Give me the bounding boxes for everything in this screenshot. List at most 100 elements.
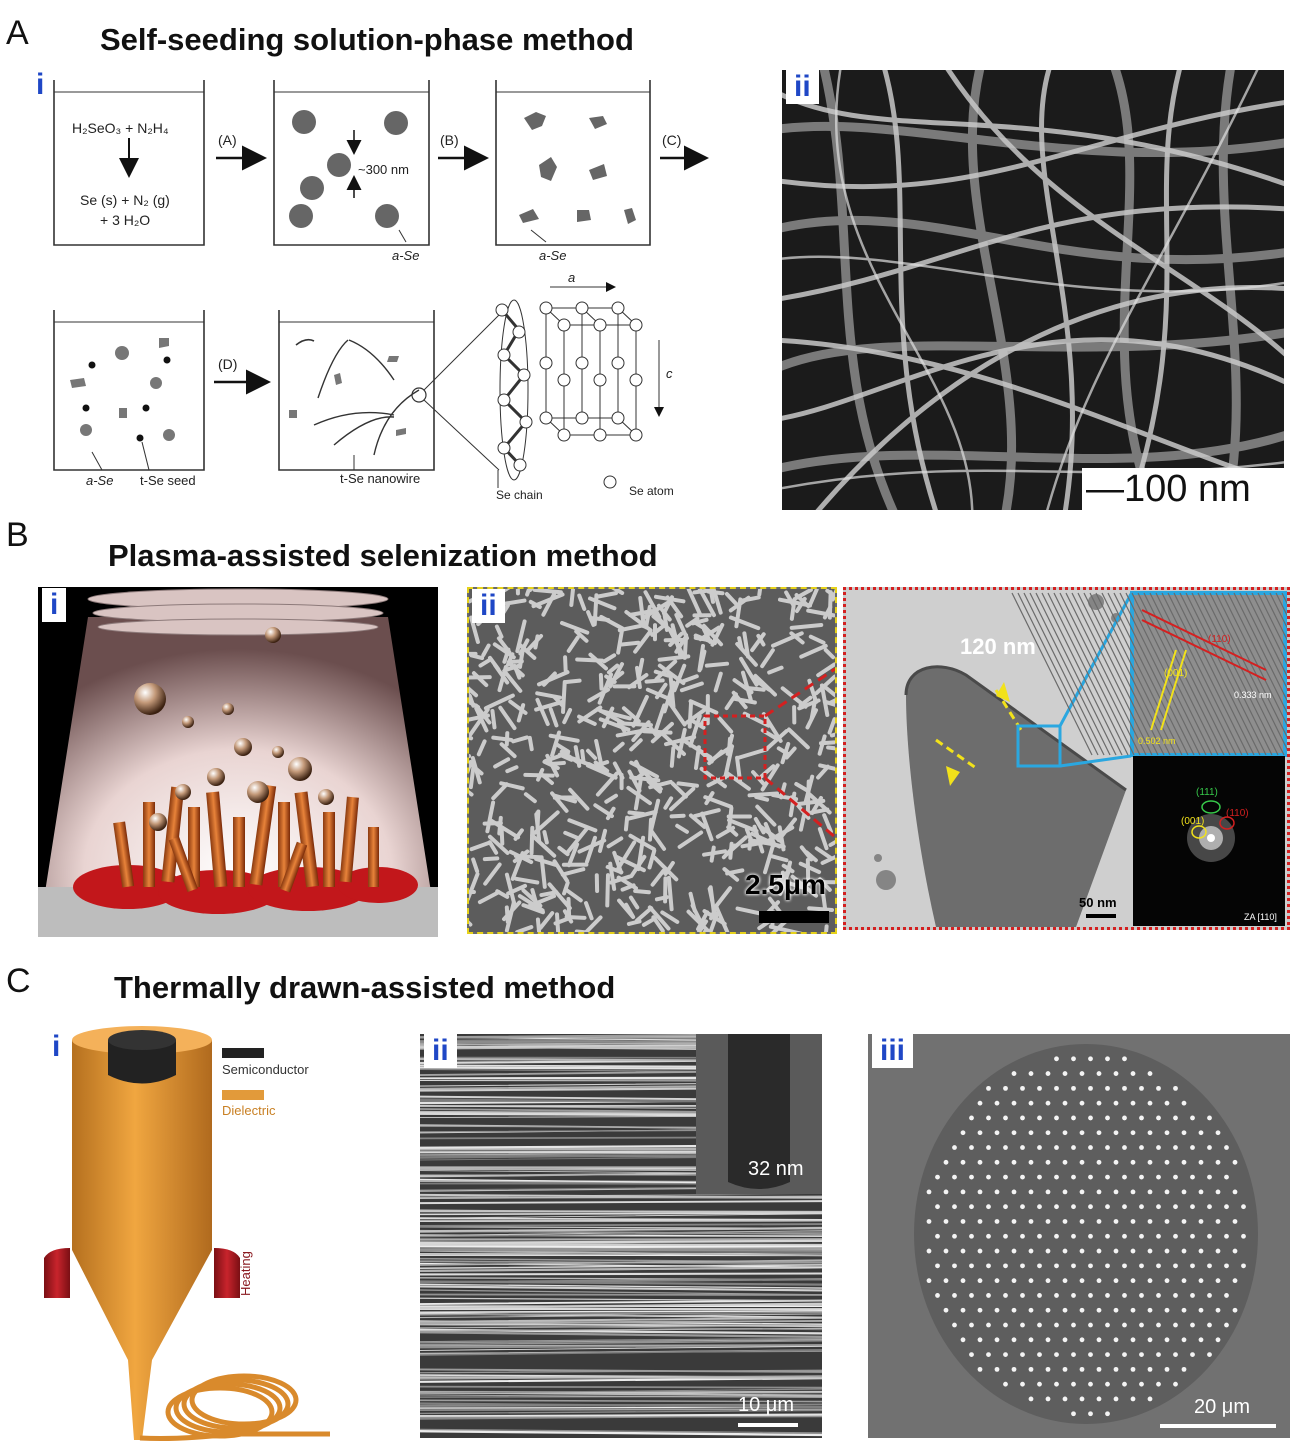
nanowire-cross-section-dot	[960, 1278, 966, 1284]
nanowire-cross-section-dot	[1207, 1204, 1212, 1210]
nanowire-cross-section-dot	[935, 1233, 940, 1239]
nanorod	[742, 631, 751, 659]
nanowire-cross-section-dot	[960, 1219, 966, 1224]
nanorod	[794, 593, 811, 609]
nanorod	[768, 853, 789, 863]
t-se-nanowire-label: t-Se nanowire	[340, 471, 421, 486]
nanowire-cross-section-dot	[1037, 1352, 1042, 1357]
nanorod	[588, 652, 608, 671]
nanowire-cross-section-dot	[1130, 1159, 1136, 1165]
c-ii-inset-scale-label: 32 nm	[748, 1158, 804, 1180]
nanowire-cross-section-dot	[1215, 1248, 1221, 1254]
nanowire-cross-section-dot	[1054, 1352, 1059, 1357]
nanowire-cross-section-dot	[1113, 1071, 1119, 1076]
nanowire-cross-section-dot	[1037, 1322, 1042, 1328]
nanowire-cross-section-dot	[1045, 1307, 1051, 1313]
aligned-nanowire	[420, 1344, 822, 1349]
nanorod	[624, 610, 653, 633]
nanowire-cross-section-dot	[1020, 1204, 1025, 1210]
nanorod	[650, 868, 666, 887]
nanorod	[691, 617, 709, 626]
nanowire-cross-section-dot	[1190, 1115, 1195, 1121]
nanorod	[644, 678, 665, 684]
panel-b-i-tag: i	[42, 588, 67, 622]
aligned-nanowire	[420, 1415, 822, 1419]
nanowire-cross-section-dot	[1173, 1174, 1178, 1180]
nanowire-cross-section-dot	[1113, 1248, 1119, 1254]
lattice-fringe	[1023, 592, 1105, 756]
nanorod	[764, 729, 789, 752]
nanowire-cross-section-dot	[1062, 1130, 1068, 1136]
nanowire-cross-section-dot	[1130, 1337, 1136, 1343]
nanowire-cross-section-dot	[1071, 1174, 1076, 1180]
nanowire-cross-section-dot	[1215, 1278, 1221, 1284]
nanowire-cross-section-dot	[1003, 1322, 1008, 1328]
nanorod	[557, 845, 570, 857]
nanowire-cross-section-dot	[952, 1293, 957, 1298]
nanorod	[798, 695, 813, 708]
nanorod	[688, 699, 719, 715]
nanowire-cross-section-dot	[1173, 1293, 1178, 1298]
nanorod	[728, 841, 734, 860]
lattice-fringe	[1203, 592, 1285, 756]
nanowire-cross-section-dot	[1088, 1204, 1093, 1210]
nanorod	[652, 856, 679, 882]
nanorod	[634, 759, 644, 775]
nanowire-cross-section-dot	[1147, 1130, 1153, 1136]
nanowire-cross-section-dot	[935, 1263, 940, 1269]
nanorod	[669, 786, 696, 812]
nanowire-cross-section-dot	[1028, 1071, 1034, 1076]
nanowire-cross-section-dot	[986, 1352, 991, 1357]
nanorod	[697, 589, 716, 618]
nanowire-cross-section-dot	[1207, 1263, 1212, 1269]
nanowire-cross-section-dot	[943, 1159, 949, 1165]
c-ii-scale-label: 10 μm	[738, 1394, 794, 1416]
nanowire-cross-section-dot	[1164, 1219, 1170, 1224]
nanowire-cross-section-dot	[994, 1159, 1000, 1165]
nanowire-cross-section-dot	[1181, 1337, 1187, 1343]
lattice-fringe	[1059, 592, 1141, 756]
nanorod	[703, 795, 733, 809]
nanowire-cross-section-dot	[1113, 1159, 1119, 1165]
nanorod	[688, 714, 702, 748]
nanorod	[822, 813, 833, 834]
nanorod	[538, 911, 555, 930]
b-ii-scale-bar-label: 2.5μm	[745, 869, 826, 900]
nanorod	[794, 781, 810, 793]
b-hr-d2-label: 0.333 nm	[1234, 690, 1272, 700]
nanowire-cross-section-dot	[986, 1204, 991, 1210]
aligned-nanowire	[420, 1217, 822, 1221]
nanorod	[569, 589, 576, 607]
nanowire-cross-section-dot	[960, 1159, 966, 1165]
nanowire-cross-section-dot	[1122, 1085, 1127, 1091]
lattice-fringe	[1113, 592, 1195, 756]
nanowire-cross-section-dot	[1088, 1174, 1093, 1180]
lattice-fringe	[1155, 592, 1237, 756]
lattice-fringe	[1089, 592, 1171, 756]
aligned-nanowire	[420, 1311, 822, 1316]
nanorod	[814, 846, 833, 860]
nanowire-cross-section-dot	[1011, 1366, 1017, 1372]
nanowire-cross-section-dot	[1003, 1352, 1008, 1357]
nanorod	[686, 909, 712, 932]
nanowire-cross-section-dot	[1105, 1352, 1110, 1357]
nanowire-cross-section-dot	[1139, 1145, 1144, 1150]
nanowire-cross-section-dot	[943, 1219, 949, 1224]
nanorod	[614, 854, 646, 873]
nanowire-cross-section-dot	[1096, 1189, 1102, 1195]
nanowire-cross-section-dot	[1020, 1233, 1025, 1239]
aligned-nanowire	[420, 1368, 822, 1373]
nanowire-cross-section-dot	[977, 1159, 983, 1165]
nanorod	[627, 769, 642, 793]
nanowire-cross-section-dot	[1003, 1145, 1008, 1150]
nanorod	[763, 844, 775, 875]
nanorod	[617, 721, 653, 728]
nanorod	[761, 712, 783, 743]
nanowire-cross-section-dot	[1045, 1130, 1051, 1136]
section-b-letter: B	[6, 516, 29, 554]
nanowire-cross-section-dot	[1122, 1056, 1127, 1062]
nanorod	[820, 854, 835, 865]
nanowire-cross-section-dot	[1062, 1396, 1068, 1402]
nanowire-cross-section-dot	[1122, 1352, 1127, 1357]
section-a-title: Self-seeding solution-phase method	[100, 22, 634, 57]
